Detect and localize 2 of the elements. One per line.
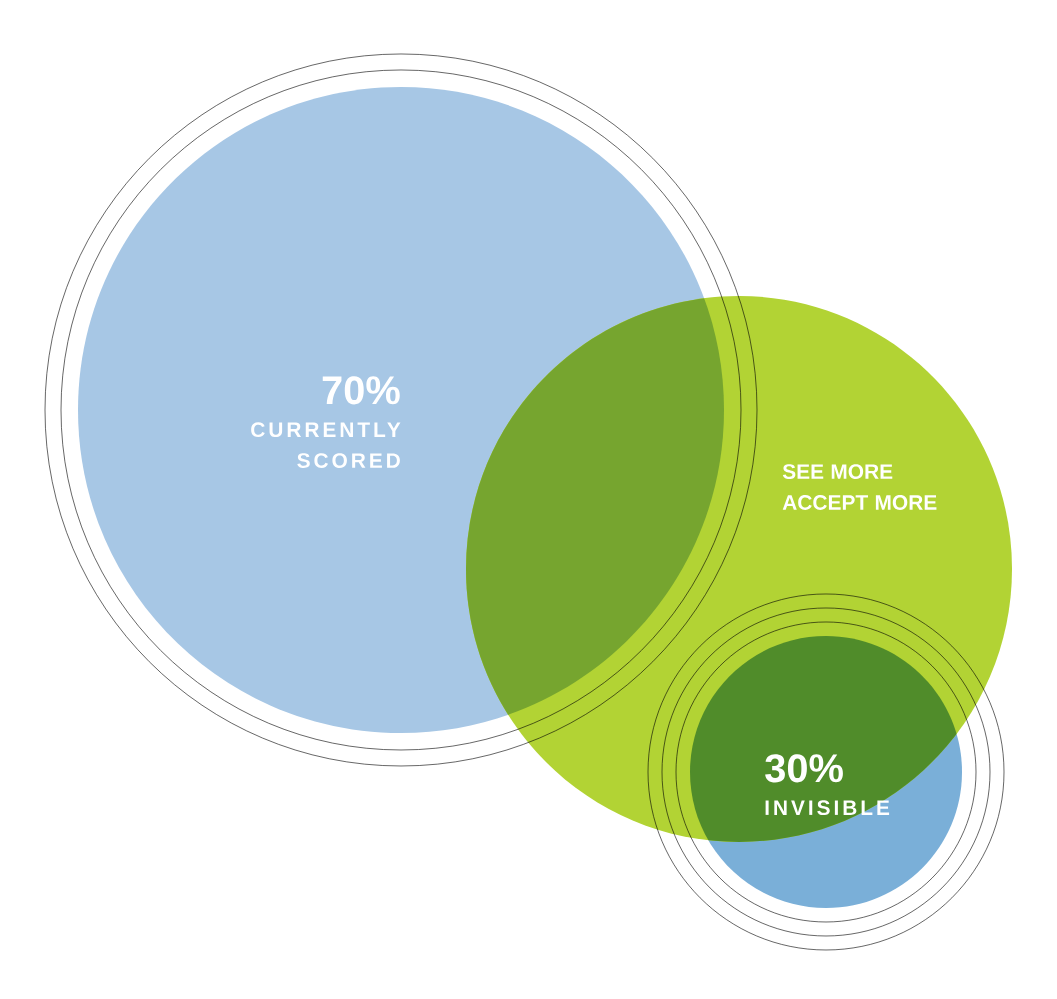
circle-label: SEE MORE ACCEPT MORE (782, 464, 937, 510)
circle-label: 70% CURRENTLY SCORED (251, 376, 401, 468)
